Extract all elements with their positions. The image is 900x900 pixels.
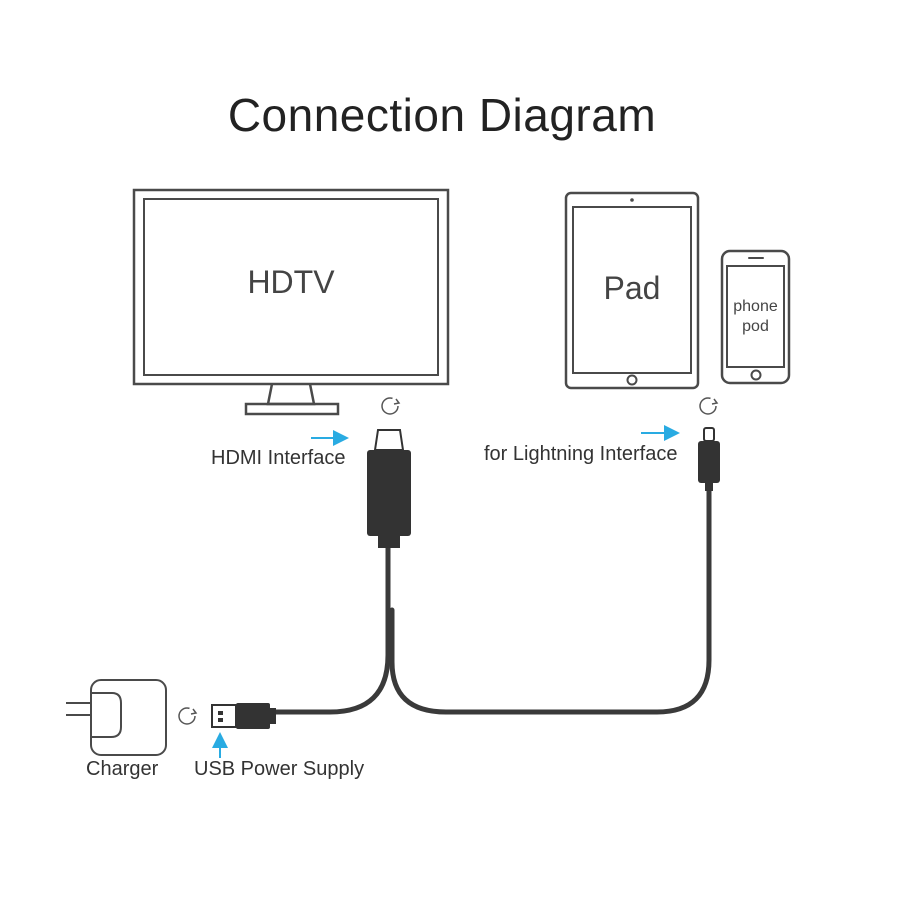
rotate-icon <box>381 397 401 415</box>
usb-plug-icon <box>211 703 276 729</box>
pad-label: Pad <box>603 270 661 306</box>
usb-power-supply-label: USB Power Supply <box>194 758 365 780</box>
phone-label-line2: pod <box>742 318 769 335</box>
phone-label-line1: phone <box>733 298 778 315</box>
lightning-interface-label: for Lightning Interface <box>484 443 678 465</box>
hdtv-icon <box>132 188 450 416</box>
hdmi-interface-label: HDMI Interface <box>211 447 346 469</box>
charger-label: Charger <box>86 758 159 780</box>
tablet-icon <box>564 191 700 390</box>
phone-icon <box>720 249 791 385</box>
rotate-icon <box>699 397 719 415</box>
hdtv-label: HDTV <box>247 264 335 300</box>
lightning-plug-icon <box>698 427 720 491</box>
diagram-title: Connection Diagram <box>227 89 657 141</box>
charger-icon <box>66 679 167 756</box>
cable <box>269 487 712 715</box>
hdmi-plug-icon <box>367 429 411 548</box>
rotate-icon <box>178 707 198 725</box>
